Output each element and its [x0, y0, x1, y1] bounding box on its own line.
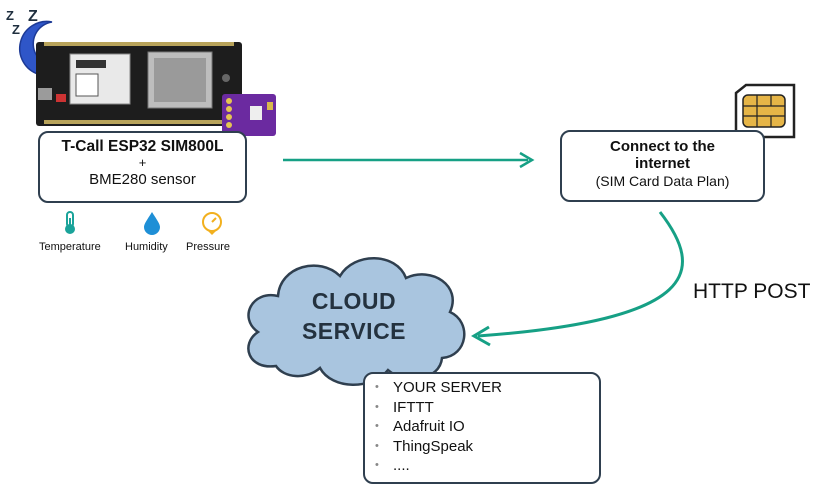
water-drop-icon — [144, 212, 160, 235]
services-list: YOUR SERVER IFTTT Adafruit IO ThingSpeak… — [375, 378, 599, 476]
arrow-http-post — [471, 211, 684, 347]
internet-subtitle: (SIM Card Data Plan) — [595, 172, 730, 189]
cloud-line2: SERVICE — [301, 318, 407, 344]
arrow-device-to-internet — [283, 151, 535, 169]
device-box: T-Call ESP32 SIM800L + BME280 sensor — [38, 131, 247, 203]
service-item-more: .... — [375, 456, 599, 476]
sleep-z-small: Z — [6, 8, 14, 23]
sensor-label-temperature: Temperature — [39, 241, 101, 253]
sensor-label-pressure: Pressure — [186, 241, 231, 253]
device-sensor: BME280 sensor — [89, 170, 196, 188]
sensor-label-humidity: Humidity — [125, 241, 168, 253]
cloud-line1: CLOUD — [311, 288, 397, 314]
internet-title-line1: Connect to the — [610, 138, 715, 155]
service-item-ifttt: IFTTT — [375, 398, 599, 418]
sim-card-icon — [734, 83, 796, 139]
service-item-your-server: YOUR SERVER — [375, 378, 599, 398]
bme280-sensor-image — [222, 94, 276, 136]
device-title: T-Call ESP32 SIM800L — [61, 138, 224, 155]
service-item-adafruit-io: Adafruit IO — [375, 417, 599, 437]
services-box: YOUR SERVER IFTTT Adafruit IO ThingSpeak… — [363, 372, 601, 484]
thermometer-icon — [65, 211, 75, 234]
pressure-gauge-icon — [202, 212, 222, 235]
http-post-label: HTTP POST — [693, 280, 811, 303]
sleep-z-medium: Z — [12, 22, 20, 37]
device-plus: + — [138, 154, 147, 170]
esp32-board-image — [36, 42, 242, 126]
service-item-thingspeak: ThingSpeak — [375, 437, 599, 457]
sleep-z-large: Z — [28, 8, 38, 25]
internet-title-line2: internet — [634, 155, 690, 173]
internet-box: Connect to the internet (SIM Card Data P… — [560, 130, 765, 202]
